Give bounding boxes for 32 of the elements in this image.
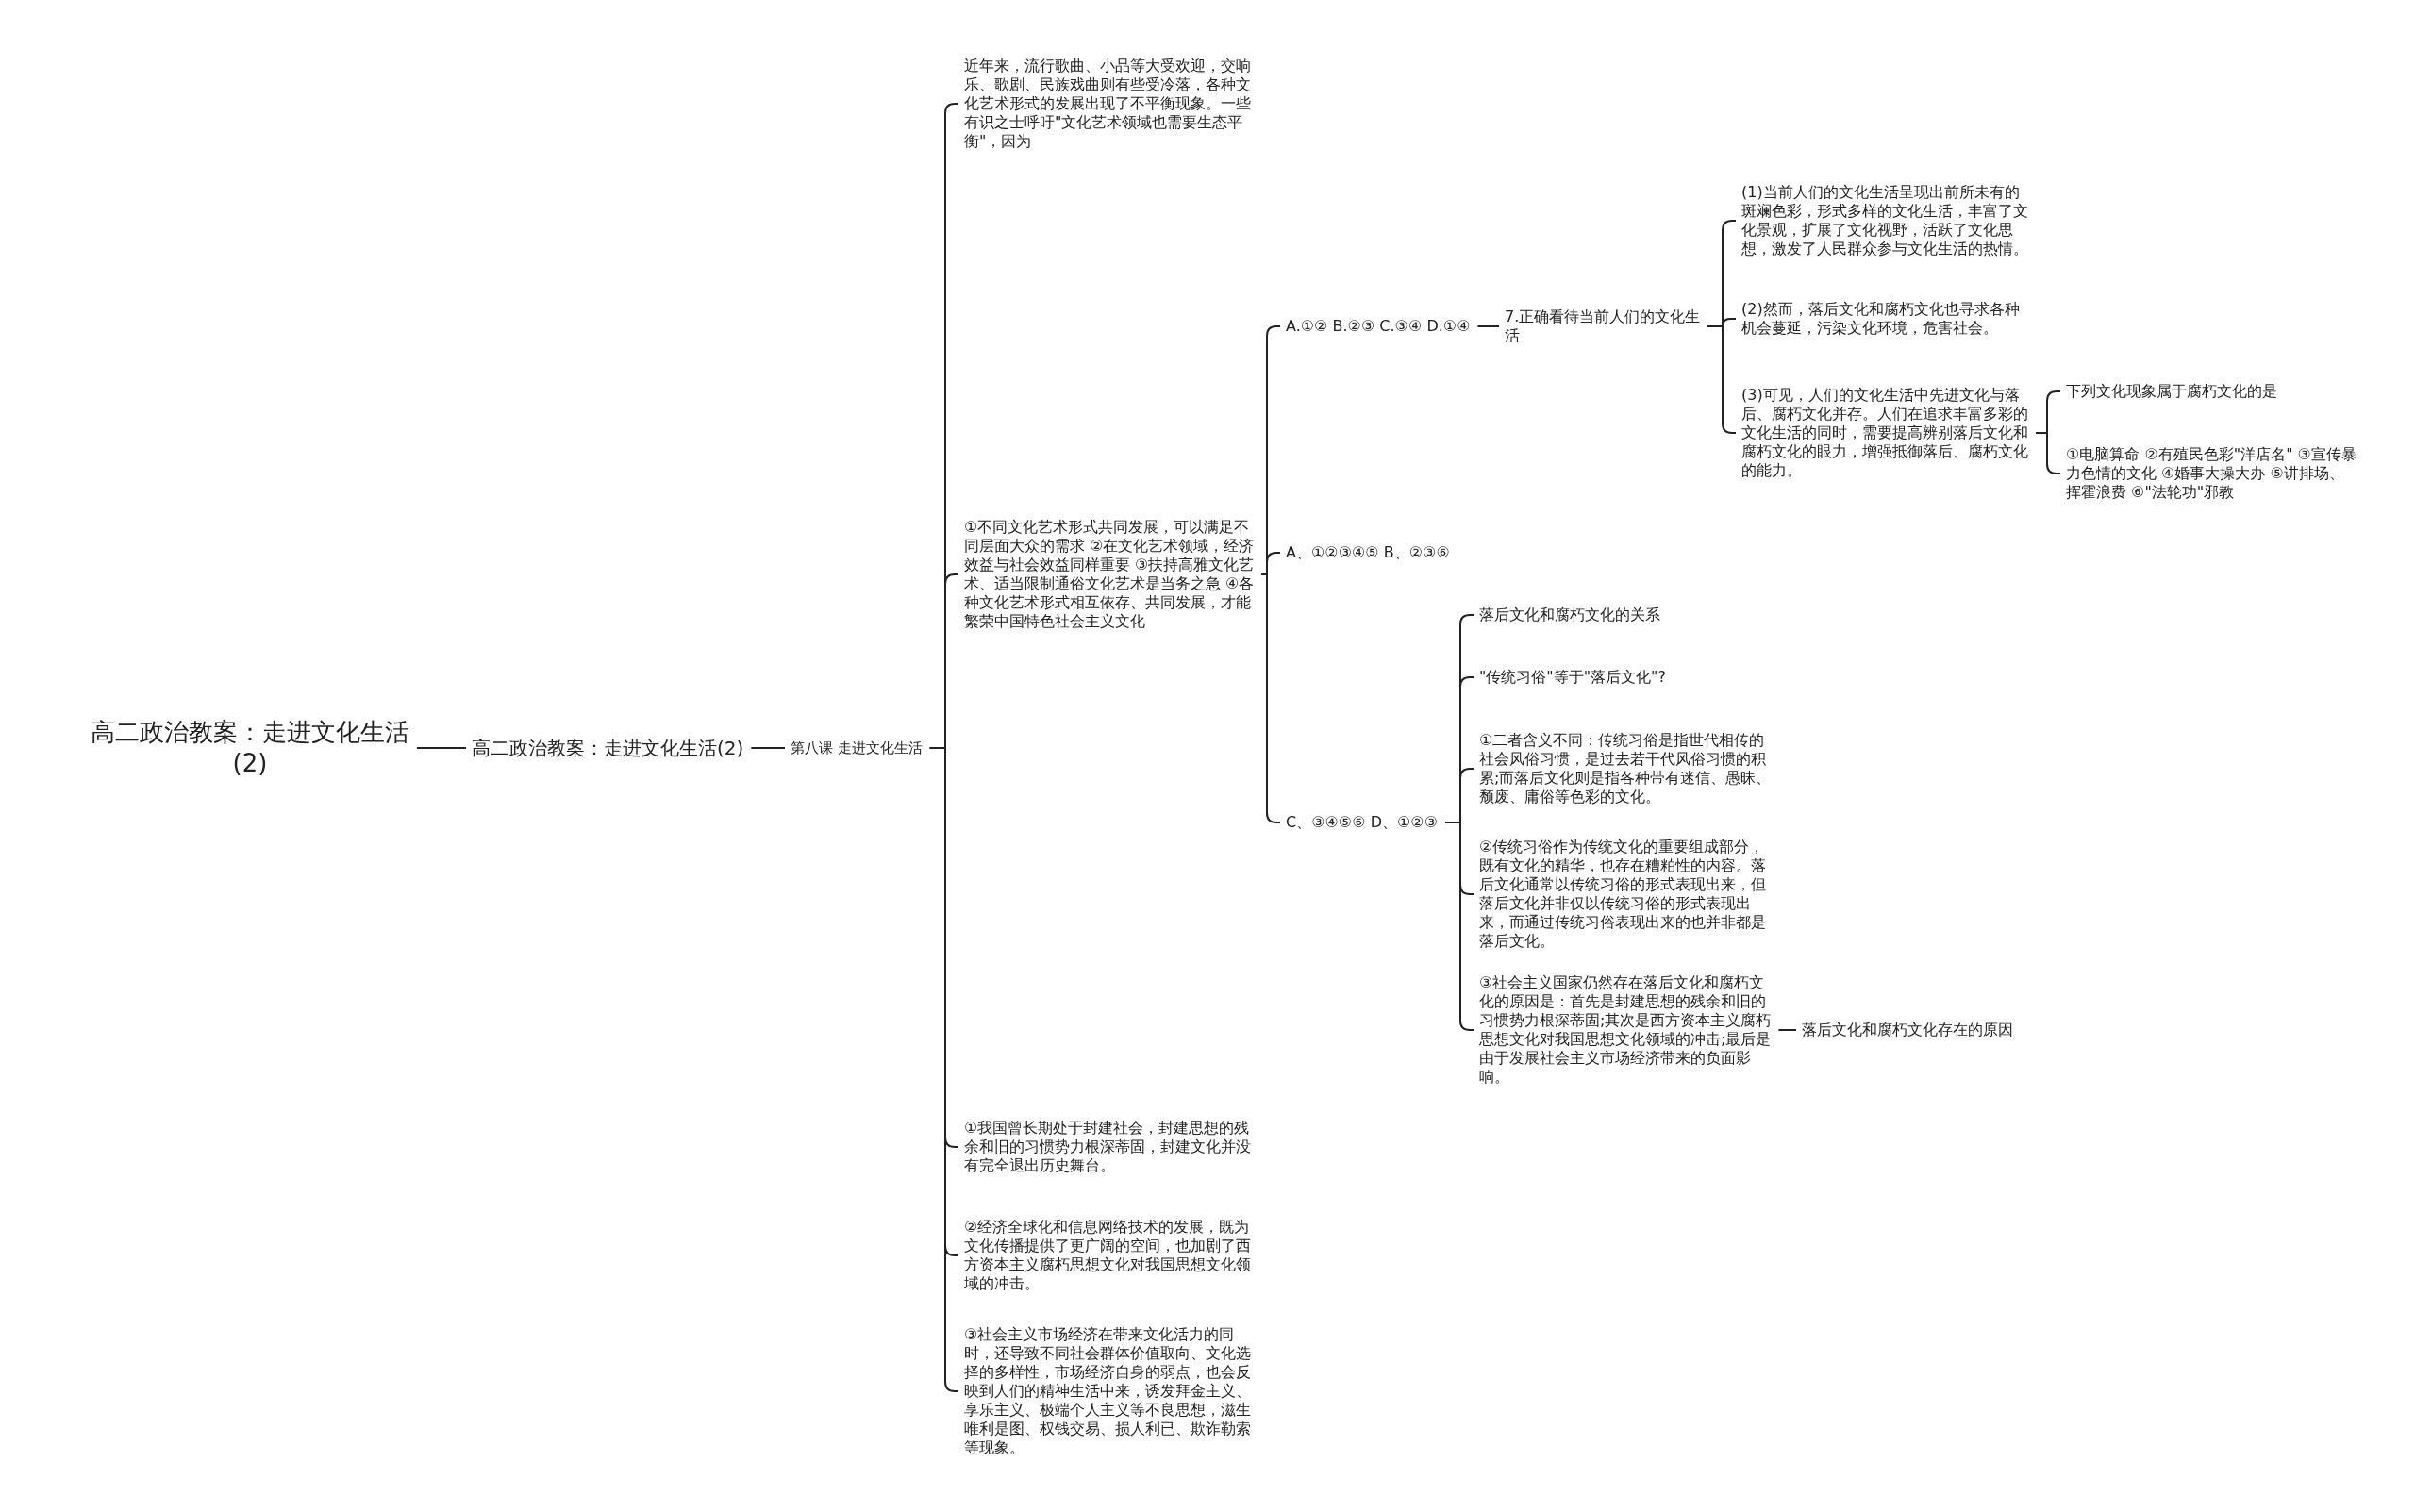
topic-text: ①我国曾长期处于封建社会，封建思想的残余和旧的习惯势力根深蒂固，封建文化并没有完全退出历史舞台。 xyxy=(964,1119,1252,1175)
topic-text: (2)然而，落后文化和腐朽文化也寻求各种机会蔓延，污染文化环境，危害社会。 xyxy=(1741,300,2021,338)
connector-line xyxy=(750,747,786,749)
topic-text: 近年来，流行歌曲、小品等大受欢迎，交响乐、歌剧、民族戏曲则有些受冷落，各种文化艺术形式的发展出现了不平衡现象。一些有识之士呼吁"文化艺术领域也需要生态平衡"，因为 xyxy=(964,57,1252,151)
connector-line xyxy=(1444,822,1474,1031)
topic-text: (1)当前人们的文化生活呈现出前所未有的斑斓色彩，形式多样的文化生活，丰富了文化景观，扩展了文化视野，活跃了文化思想，激发了人民群众参与文化生活的热情。 xyxy=(1741,183,2029,258)
topic-text: 高二政治教案：走进文化生活(2) xyxy=(472,736,745,760)
topic-text: 第八课 走进文化生活 xyxy=(791,739,924,757)
connector-line xyxy=(1707,325,1737,434)
topic-text: ①不同文化艺术形式共同发展，可以满足不同层面大众的需求 ②在文化艺术领域，经济效益与社会效益同样重要 ③扶持高雅文化艺术、适当限制通俗文化艺术是当务之急 ④各种文化艺术形式相互依存、共同发展，才能繁荣中国特色社会主义文化 xyxy=(964,518,1256,631)
topic-text: (3)可见，人们的文化生活中先进文化与落后、腐朽文化并存。人们在追求丰富多彩的文化生活的同时，需要提高辨别落后文化和腐朽文化的眼力，增强抵御落后、腐朽文化的能力。 xyxy=(1741,386,2029,480)
connector-line xyxy=(1476,325,1500,327)
topic-text: 落后文化和腐朽文化存在的原因 xyxy=(1802,1021,2014,1039)
connector-line xyxy=(1260,573,1281,823)
root-topic: 高二政治教案：走进文化生活(2) xyxy=(90,717,410,779)
topic-text: 落后文化和腐朽文化的关系 xyxy=(1479,606,1661,624)
topic-text: A、①②③④⑤ B、②③⑥ xyxy=(1286,543,1451,562)
connector-line xyxy=(416,747,467,749)
topic-text: ③社会主义市场经济在带来文化活力的同时，还导致不同社会群体价值取向、文化选择的多样性，市场经济自身的弱点，也会反映到人们的精神生活中来，诱发拜金主义、享乐主义、极端个人主义等不良思想，滋生唯利是图、权钱交易、损人利已、欺诈勒索等现象。 xyxy=(964,1325,1252,1457)
connector-line xyxy=(1777,1029,1797,1031)
connector-line xyxy=(928,747,959,1392)
topic-text: C、③④⑤⑥ D、①②③ xyxy=(1286,813,1439,832)
connector-line xyxy=(2035,432,2061,474)
topic-text: "传统习俗"等于"落后文化"? xyxy=(1479,668,1667,687)
topic-text: ①电脑算命 ②有殖民色彩"洋店名" ③宣传暴力色情的文化 ④婚事大操大办 ⑤讲排场、挥霍浪费 ⑥"法轮功"邪教 xyxy=(2066,445,2357,502)
topic-text: ①二者含义不同：传统习俗是指世代相传的社会风俗习惯，是过去若干代风俗习惯的积累;而落后文化则是指各种带有迷信、愚昧、颓废、庸俗等色彩的文化。 xyxy=(1479,731,1772,806)
topic-text: ②经济全球化和信息网络技术的发展，既为文化传播提供了更广阔的空间，也加剧了西方资本主义腐朽思想文化对我国思想文化领域的冲击。 xyxy=(964,1218,1252,1293)
topic-text: 7.正确看待当前人们的文化生活 xyxy=(1505,307,1702,345)
topic-text: ②传统习俗作为传统文化的重要组成部分，既有文化的精华，也存在糟粕性的内容。落后文化通常以传统习俗的形式表现出来，但落后文化并非仅以传统习俗的形式表现出来，而通过传统习俗表现出来的也并非都是落后文化。 xyxy=(1479,838,1767,951)
topic-text: 下列文化现象属于腐朽文化的是 xyxy=(2066,382,2278,401)
topic-text: ③社会主义国家仍然存在落后文化和腐朽文化的原因是：首先是封建思想的残余和旧的习惯势力根深蒂固;其次是西方资本主义腐朽思想文化对我国思想文化领域的冲击;最后是由于发展社会主义市场经济带来的负面影响。 xyxy=(1479,973,1772,1087)
topic-text: A.①② B.②③ C.③④ D.①④ xyxy=(1286,317,1472,336)
